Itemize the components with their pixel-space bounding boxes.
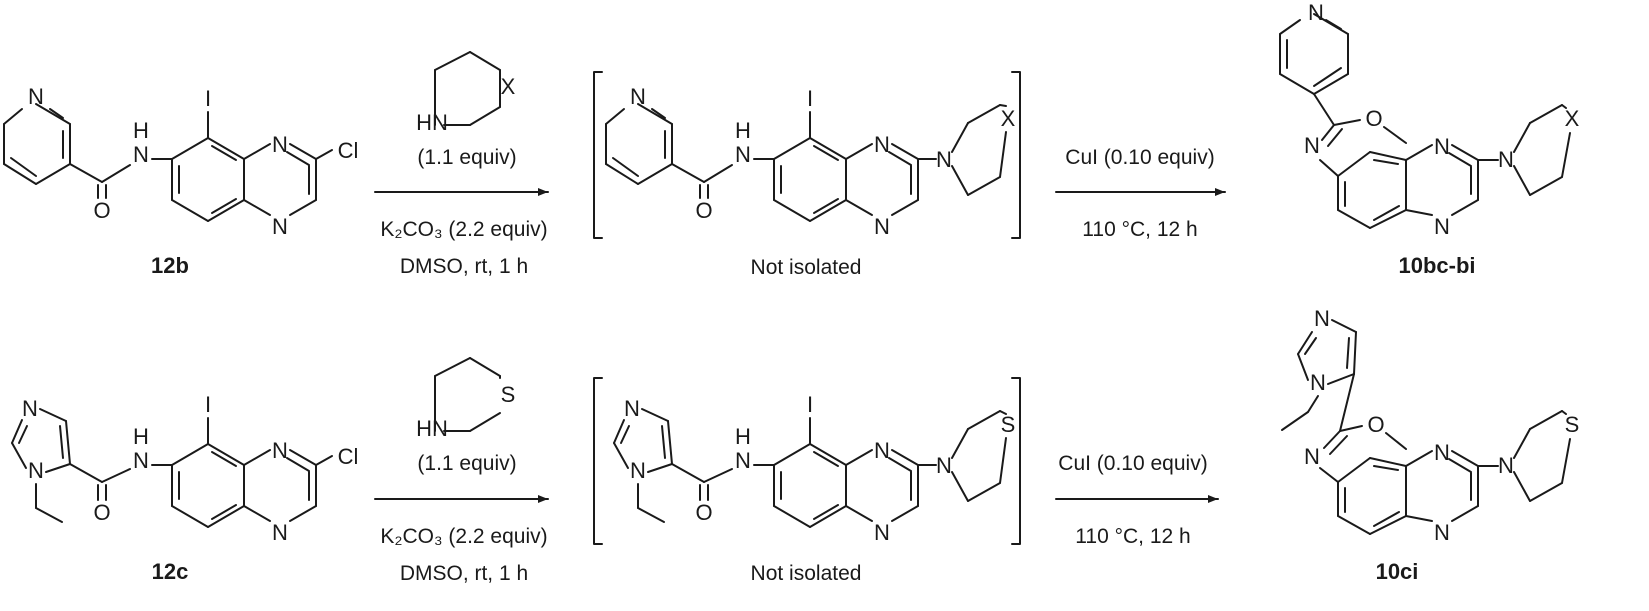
compound-10ci: N N O N xyxy=(1281,306,1580,584)
reagent-equiv: (1.1 equiv) xyxy=(417,452,516,475)
atom-H: H xyxy=(735,424,751,449)
atom-N: N xyxy=(133,142,149,167)
compound-12b: N O N H N N I Cl 12b xyxy=(3,84,359,278)
atom-X: X xyxy=(1001,106,1016,131)
atom-S: S xyxy=(501,382,516,407)
compound-label: 10bc-bi xyxy=(1398,253,1475,278)
step2-reagents-row1: CuI (0.10 equiv) 110 °C, 12 h xyxy=(1055,146,1226,241)
atom-N: N xyxy=(936,453,952,478)
base-text: K₂CO₃ (2.2 equiv) xyxy=(380,525,547,548)
atom-I: I xyxy=(205,392,211,417)
bracket-left xyxy=(593,377,603,545)
atom-N: N xyxy=(874,214,890,239)
atom-X: X xyxy=(501,74,516,99)
atom-I: I xyxy=(807,392,813,417)
atom-N: N xyxy=(272,438,288,463)
compound-label: 10ci xyxy=(1376,559,1419,584)
atom-O: O xyxy=(695,198,712,223)
atom-N: N xyxy=(1434,520,1450,545)
atom-N: N xyxy=(1434,134,1450,159)
atom-N: N xyxy=(874,520,890,545)
compound-10bc-bi: N O N N N xyxy=(1279,0,1580,278)
base-text: K₂CO₃ (2.2 equiv) xyxy=(380,218,547,241)
step1-reagents-row2: S HN (1.1 equiv) K₂CO₃ (2.2 equiv) DMSO,… xyxy=(374,357,549,585)
atom-N: N xyxy=(735,142,751,167)
atom-O: O xyxy=(1367,412,1384,437)
bracket-right xyxy=(1011,377,1021,545)
atom-O: O xyxy=(1365,106,1382,131)
atom-N: N xyxy=(874,438,890,463)
intermediate-row2: N N O N H N N I N xyxy=(593,377,1021,585)
atom-N: N xyxy=(735,448,751,473)
atom-I: I xyxy=(807,86,813,111)
atom-I: I xyxy=(205,86,211,111)
conditions-text: DMSO, rt, 1 h xyxy=(400,562,528,585)
atom-N: N xyxy=(1310,370,1326,395)
bracket-left xyxy=(593,71,603,239)
intermediate-row1: N O N H N N I N X Not isolated xyxy=(593,71,1021,279)
atom-H: H xyxy=(735,118,751,143)
atom-H: H xyxy=(133,118,149,143)
atom-Cl: Cl xyxy=(338,138,359,163)
atom-N: N xyxy=(1498,453,1514,478)
atom-O: O xyxy=(93,500,110,525)
atom-N: N xyxy=(1314,306,1330,331)
atom-N: N xyxy=(624,396,640,421)
atom-H: H xyxy=(133,424,149,449)
atom-N: N xyxy=(874,132,890,157)
compound-12c: N N O N H N N I Cl xyxy=(11,392,359,584)
conditions-text: 110 °C, 12 h xyxy=(1082,218,1197,241)
atom-O: O xyxy=(695,500,712,525)
atom-N: N xyxy=(1308,0,1324,25)
atom-N: N xyxy=(272,132,288,157)
atom-N: N xyxy=(133,448,149,473)
bracket-right xyxy=(1011,71,1021,239)
compound-label: 12b xyxy=(151,253,189,278)
atom-O: O xyxy=(93,198,110,223)
atom-Cl: Cl xyxy=(338,444,359,469)
atom-N: N xyxy=(1498,147,1514,172)
atom-S: S xyxy=(1001,412,1016,437)
not-isolated-label: Not isolated xyxy=(751,562,862,585)
not-isolated-label: Not isolated xyxy=(751,256,862,279)
atom-N: N xyxy=(1434,214,1450,239)
atom-N: N xyxy=(22,396,38,421)
atom-N: N xyxy=(630,458,646,483)
atom-N: N xyxy=(1304,444,1320,469)
conditions-text: DMSO, rt, 1 h xyxy=(400,255,528,278)
atom-HN: HN xyxy=(416,110,448,135)
atom-N: N xyxy=(1434,440,1450,465)
conditions-text: 110 °C, 12 h xyxy=(1075,525,1190,548)
atom-N: N xyxy=(1304,133,1320,158)
atom-HN: HN xyxy=(416,416,448,441)
step2-reagents-row2: CuI (0.10 equiv) 110 °C, 12 h xyxy=(1055,452,1219,548)
atom-N: N xyxy=(936,147,952,172)
step1-reagents-row1: X HN (1.1 equiv) K₂CO₃ (2.2 equiv) DMSO,… xyxy=(374,51,549,278)
atom-N: N xyxy=(272,214,288,239)
atom-N: N xyxy=(28,458,44,483)
atom-S: S xyxy=(1565,412,1580,437)
compound-label: 12c xyxy=(152,559,189,584)
catalyst-text: CuI (0.10 equiv) xyxy=(1065,146,1214,169)
catalyst-text: CuI (0.10 equiv) xyxy=(1058,452,1207,475)
atom-N: N xyxy=(272,520,288,545)
atom-N: N xyxy=(630,84,646,109)
atom-X: X xyxy=(1565,106,1580,131)
reagent-equiv: (1.1 equiv) xyxy=(417,146,516,169)
atom-N: N xyxy=(28,84,44,109)
